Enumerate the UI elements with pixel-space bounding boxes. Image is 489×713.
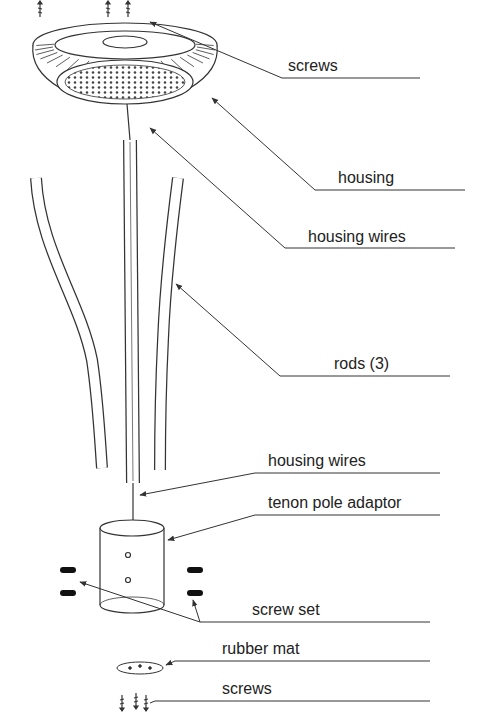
part-label: rubber mat bbox=[222, 640, 299, 658]
part-label: screws bbox=[288, 57, 338, 75]
part-label: tenon pole adaptor bbox=[268, 494, 401, 512]
part-label: screw set bbox=[252, 601, 320, 619]
housing-fin bbox=[36, 50, 54, 55]
rods bbox=[36, 140, 178, 483]
part-label: housing bbox=[338, 169, 394, 187]
bottom-screws bbox=[120, 693, 148, 711]
housing-fin bbox=[35, 47, 53, 50]
housing-fin bbox=[36, 44, 54, 45]
top-screws bbox=[38, 1, 130, 17]
led-board bbox=[57, 60, 193, 104]
housing-fin bbox=[193, 52, 210, 58]
part-label: rods (3) bbox=[334, 355, 389, 373]
part-label: housing wires bbox=[308, 228, 406, 246]
housing-fixture bbox=[33, 23, 218, 104]
housing-fin bbox=[180, 57, 194, 66]
rubber-mat bbox=[117, 662, 163, 674]
housing-fin bbox=[187, 55, 203, 63]
housing-fin bbox=[196, 50, 214, 55]
part-label: housing wires bbox=[268, 452, 366, 470]
screw-set bbox=[60, 567, 203, 596]
leader-lines bbox=[80, 22, 465, 703]
housing-wires bbox=[127, 104, 133, 522]
housing-fin bbox=[40, 52, 57, 58]
housing-fin bbox=[56, 57, 70, 66]
housing-fin bbox=[47, 55, 63, 63]
part-label: screws bbox=[222, 680, 272, 698]
